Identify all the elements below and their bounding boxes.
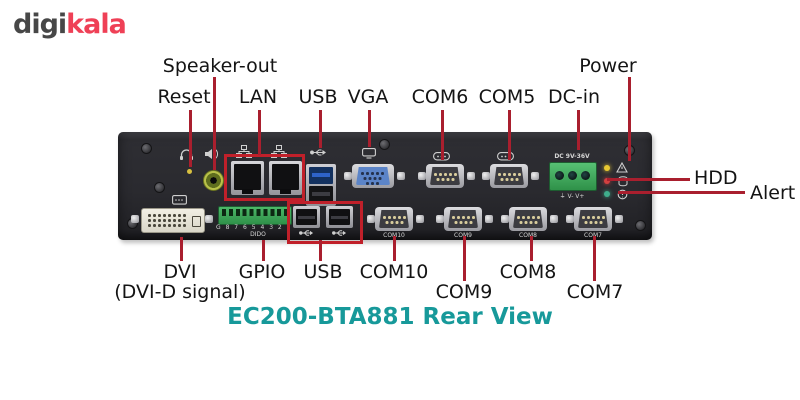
label-usb-top: USB [298, 86, 338, 108]
label-dc-in: DC-in [547, 86, 601, 108]
lan-highlight-box [224, 154, 305, 201]
leader-line-speaker-out [213, 77, 216, 170]
lan-port-1 [231, 161, 264, 195]
label-power: Power [579, 55, 637, 77]
label-reset: Reset [157, 86, 211, 108]
dvi-screw-right [205, 215, 213, 223]
leader-line-vga [368, 110, 371, 147]
usb-port-bottom-1 [293, 206, 320, 228]
dc-in-terminal [549, 162, 597, 191]
vga-screw-left [344, 172, 352, 180]
screw [635, 220, 646, 231]
com8-port-label: COM8 [519, 232, 537, 239]
com8-port [509, 207, 547, 231]
vga-port [352, 164, 394, 188]
image-caption: EC200-BTA881 Rear View [227, 304, 553, 330]
reset-pinhole [187, 169, 192, 174]
com8-screw-right [550, 215, 558, 223]
leader-line-lan [258, 110, 261, 155]
leader-line-reset [189, 110, 192, 167]
lan-port-2 [269, 161, 302, 195]
label-com9: COM9 [435, 281, 493, 303]
label-com8: COM8 [499, 261, 557, 283]
com6-screw-left [418, 172, 426, 180]
usb3-port [309, 167, 333, 184]
logo-part-kala: kala [66, 9, 127, 40]
leader-line-com10 [393, 236, 396, 261]
hdd-led [604, 178, 610, 184]
label-com7: COM7 [566, 281, 624, 303]
usb2-port [309, 186, 333, 203]
leader-line-hdd [607, 178, 690, 181]
usb3-usb2-stack [306, 164, 336, 206]
com9-screw-right [485, 215, 493, 223]
leader-line-gpio [262, 240, 265, 261]
dvi-port [141, 208, 205, 233]
digikala-logo: digikala [13, 9, 127, 40]
label-dvi-sub: (DVI-D signal) [114, 281, 246, 303]
leader-line-alert [618, 191, 745, 194]
dc-terminal-markings: ⏚ V- V+ [559, 193, 585, 200]
com10-port [375, 207, 413, 231]
gpio-dido-label: DIDO [250, 231, 266, 238]
com9-port-label: COM9 [454, 232, 472, 239]
com9-port [444, 207, 482, 231]
screw [154, 182, 165, 193]
com10-screw-right [416, 215, 424, 223]
com9-screw-left [436, 215, 444, 223]
power-led [604, 165, 610, 171]
label-com5: COM5 [478, 86, 536, 108]
com5-screw-right [531, 172, 539, 180]
leader-line-com6 [441, 110, 444, 160]
leader-line-power [628, 77, 631, 161]
gpio-terminal [218, 206, 292, 225]
label-hdd: HDD [694, 167, 738, 189]
label-vga: VGA [347, 86, 389, 108]
leader-line-usb-bottom [319, 240, 322, 261]
com6-port [426, 164, 464, 188]
com5-port [490, 164, 528, 188]
com8-screw-left [501, 215, 509, 223]
label-usb-bottom: USB [303, 261, 343, 283]
device-rear-panel: DC 9V-36V ⏚ V- V+ G 8 [118, 132, 652, 244]
com5-screw-left [482, 172, 490, 180]
label-gpio: GPIO [238, 261, 286, 283]
leader-line-usb-top [319, 110, 322, 148]
com7-port [574, 207, 612, 231]
com10-screw-left [367, 215, 375, 223]
alert-led [604, 191, 610, 197]
usb-highlight-box [287, 201, 363, 244]
com7-port-label: COM7 [584, 232, 602, 239]
label-alert: Alert [750, 182, 796, 204]
screw [379, 139, 390, 150]
gpio-pin-labels: G 8 7 6 5 4 3 2 1 [216, 224, 292, 231]
dvi-screw-left [131, 215, 139, 223]
logo-part-digi: digi [13, 9, 67, 40]
dc-rating-label: DC 9V-36V [554, 153, 590, 160]
leader-line-dvi [180, 237, 183, 261]
leader-line-com8 [530, 236, 533, 261]
screw [141, 143, 152, 154]
com10-port-label: COM10 [383, 232, 405, 239]
label-com10: COM10 [359, 261, 429, 283]
com7-screw-right [615, 215, 623, 223]
leader-line-dc-in [577, 110, 580, 150]
usb-port-bottom-2 [326, 206, 353, 228]
speaker-out-jack [203, 170, 224, 191]
label-dvi: DVI [163, 261, 197, 283]
vga-screw-right [397, 172, 405, 180]
com7-screw-left [566, 215, 574, 223]
label-speaker-out: Speaker-out [162, 55, 278, 77]
leader-line-com9 [463, 236, 466, 281]
label-com6: COM6 [411, 86, 469, 108]
com6-screw-right [467, 172, 475, 180]
leader-line-com5 [508, 110, 511, 160]
leader-line-com7 [593, 236, 596, 281]
label-lan: LAN [238, 86, 278, 108]
